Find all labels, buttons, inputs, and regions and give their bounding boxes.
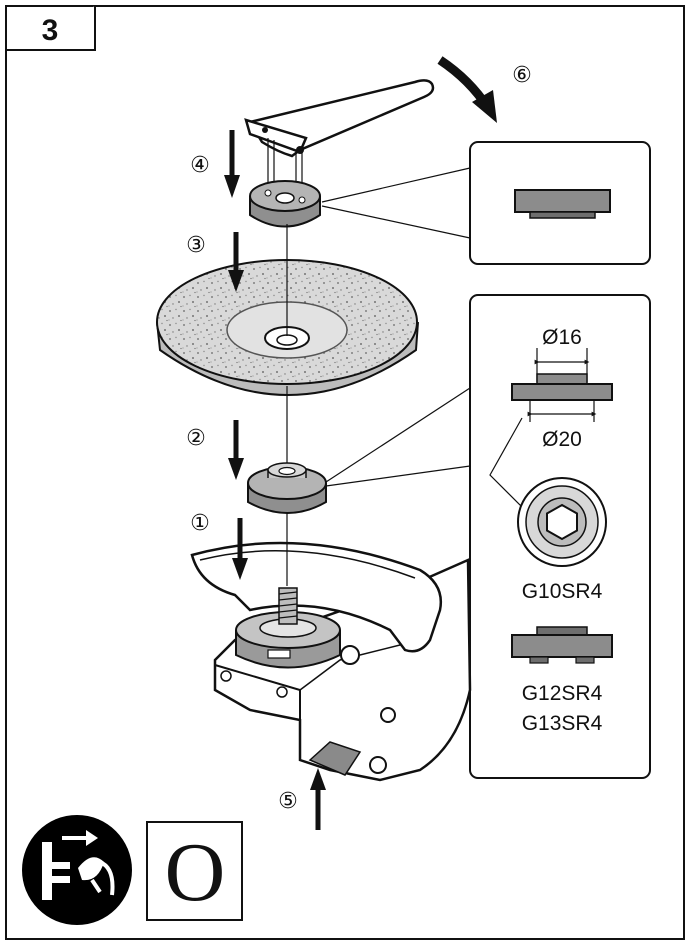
washer-hex-view bbox=[517, 477, 607, 567]
spindle-flange bbox=[235, 611, 341, 669]
threaded-spindle bbox=[278, 587, 298, 625]
wheel-guard bbox=[190, 541, 443, 653]
lock-nut bbox=[249, 180, 321, 228]
washer-profile bbox=[511, 373, 613, 401]
callout-5: ⑤ bbox=[278, 789, 298, 814]
callout-1: ① bbox=[190, 511, 210, 536]
wheel-washer bbox=[247, 462, 327, 514]
figure-frame bbox=[5, 5, 685, 940]
rotate-arrow-6 bbox=[437, 56, 497, 123]
step-number: 3 bbox=[42, 14, 59, 47]
callout-2: ② bbox=[186, 426, 206, 451]
down-arrow-3 bbox=[228, 232, 244, 292]
callout-3: ③ bbox=[186, 233, 206, 258]
down-arrow-2 bbox=[228, 420, 244, 480]
lock-mark-box bbox=[146, 821, 243, 921]
unplug-power-icon bbox=[22, 815, 132, 925]
washer-variant-profile bbox=[511, 626, 613, 664]
lock-nut-detail-box bbox=[321, 141, 651, 265]
dim-inner-label: Ø16 bbox=[542, 326, 582, 349]
model-a-label: G10SR4 bbox=[522, 580, 603, 603]
up-arrow-5 bbox=[310, 768, 326, 830]
dim-outer-label: Ø20 bbox=[542, 428, 582, 451]
down-arrow-4 bbox=[224, 130, 240, 198]
lock-mark-letter: O bbox=[165, 826, 226, 919]
down-arrow-1 bbox=[232, 518, 248, 580]
callout-4: ④ bbox=[190, 153, 210, 178]
dim-20-lines bbox=[527, 400, 597, 422]
spanner-wrench bbox=[244, 79, 435, 158]
model-b1-label: G12SR4 bbox=[522, 682, 603, 705]
callout-6: ⑥ bbox=[512, 63, 532, 88]
model-b2-label: G13SR4 bbox=[522, 712, 603, 735]
